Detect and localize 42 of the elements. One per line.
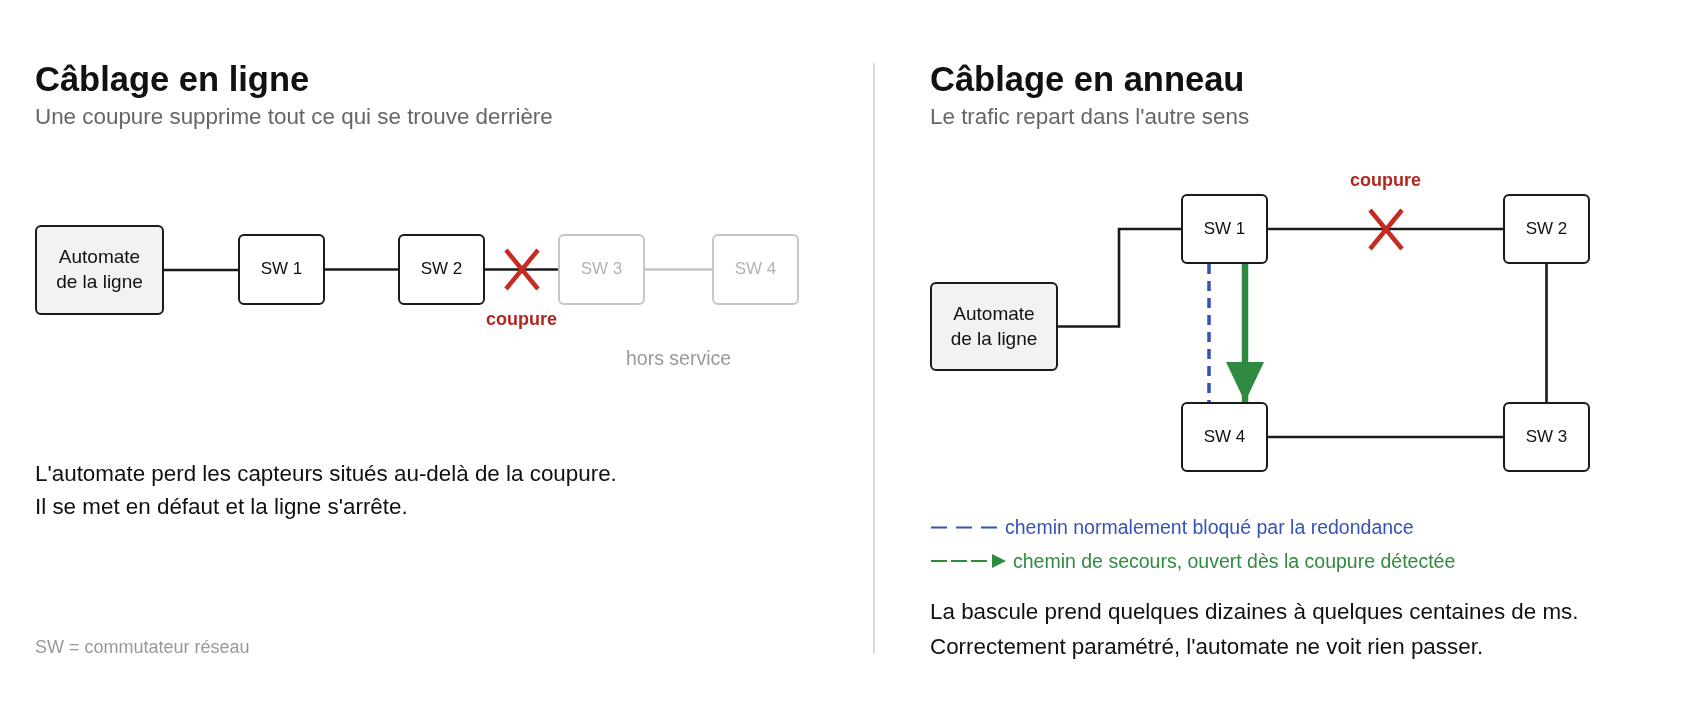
node-label: Automate de la ligne [55, 245, 144, 294]
connector-line [1058, 227, 1181, 328]
switch-box [1503, 402, 1590, 472]
switch-box [558, 234, 645, 305]
switch-box [398, 234, 485, 305]
controller-box [35, 225, 164, 315]
node-label: SW 2 [1525, 218, 1568, 240]
node-label: SW 4 [1203, 426, 1246, 448]
body-text: Il se met en défaut et la ligne s'arrête. [35, 493, 408, 521]
switch-box [1503, 194, 1590, 264]
dashed-line [1207, 264, 1211, 402]
node-label: SW 1 [260, 259, 303, 280]
node-label: SW 4 [734, 259, 777, 280]
legend-text: chemin de secours, ouvert dès la coupure détectée [1013, 549, 1456, 573]
node-label: SW 3 [580, 259, 623, 280]
switch-box [1181, 402, 1268, 472]
connector-line [485, 268, 558, 271]
switch-box [1181, 194, 1268, 264]
connector-line [1268, 435, 1503, 439]
panel-subtitle: Une coupure supprime tout ce qui se trouve derrière [35, 103, 553, 131]
panel-subtitle: Le trafic repart dans l'autre sens [930, 103, 1250, 131]
footnote: SW = commutateur réseau [35, 635, 250, 658]
arrow [1226, 264, 1264, 402]
body-text: Correctement paramétré, l'automate ne voit rien passer. [930, 633, 1484, 661]
body-text: La bascule prend quelques dizaines à quelques centaines de ms. [930, 598, 1579, 626]
body-text: L'automate perd les capteurs situés au-delà de la coupure. [35, 460, 617, 488]
status-note: hors service [626, 346, 732, 371]
connector-line [164, 268, 238, 272]
panel-title: Câblage en anneau [930, 58, 1245, 100]
switch-box [712, 234, 799, 305]
node-label: SW 1 [1203, 218, 1246, 240]
connector-line [1545, 264, 1548, 402]
panel-title: Câblage en ligne [35, 58, 310, 100]
controller-box [930, 282, 1058, 371]
node-label: SW 3 [1525, 426, 1568, 448]
node-label: Automate de la ligne [949, 301, 1039, 351]
legend-text: chemin normalement bloqué par la redondance [1005, 515, 1414, 539]
connector-line [645, 268, 712, 271]
connector-line [1268, 227, 1503, 231]
node-label: SW 2 [420, 259, 463, 280]
connector-line [325, 268, 398, 271]
switch-box [238, 234, 325, 305]
